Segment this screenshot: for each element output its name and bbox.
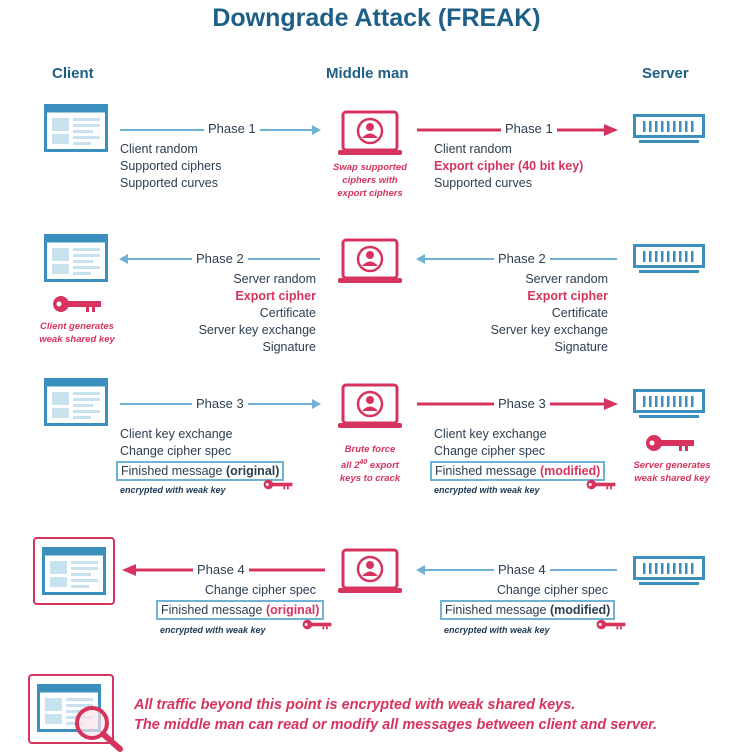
summary-line-2: The middle man can read or modify all me… (134, 717, 657, 733)
bottom-summary: All traffic beyond this point is encrypt… (134, 695, 657, 735)
phase2-right-label: Phase 2 (494, 251, 550, 266)
key-icon (302, 618, 332, 631)
message-line: Server key exchange (490, 323, 608, 337)
message-line: Client key exchange (120, 427, 233, 441)
phase3-forwarded-message: Client key exchange Change cipher spec (434, 426, 547, 460)
phase4-left-encrypted-note: encrypted with weak key (160, 625, 266, 635)
client-key-icon (52, 294, 102, 314)
phase3-left-encrypted-note: encrypted with weak key (120, 485, 226, 495)
server-icon (633, 556, 705, 588)
middle-man-laptop-icon (338, 238, 402, 286)
message-line: Certificate (259, 306, 316, 320)
phase4-right-label: Phase 4 (494, 562, 550, 577)
middle-man-laptop-icon (338, 548, 402, 596)
export-cipher-line: Export cipher (235, 289, 316, 303)
middle-man-laptop-icon (338, 110, 402, 158)
magnifier-icon (75, 706, 123, 752)
message-line: Supported curves (434, 176, 532, 190)
middle-man-swap-note: Swap supported ciphers with export ciphe… (333, 162, 407, 199)
message-line: Server random (233, 272, 316, 286)
phase2-forwarded-message: Server random Export cipher Certificate … (180, 271, 316, 356)
message-line: Supported ciphers (120, 159, 222, 173)
phase2-server-message: Server random Export cipher Certificate … (472, 271, 608, 356)
client-browser-icon (44, 234, 108, 282)
client-column-header: Client (52, 65, 94, 82)
compromised-client-frame (33, 537, 115, 605)
eavesdrop-frame (28, 674, 114, 744)
client-browser-icon (44, 104, 108, 152)
client-browser-icon (42, 547, 106, 595)
message-line: Supported curves (120, 176, 218, 190)
middle-man-laptop-icon (338, 383, 402, 431)
message-line: Client key exchange (434, 427, 547, 441)
phase4-left-label: Phase 4 (193, 562, 249, 577)
export-cipher-line: Export cipher (40 bit key) (434, 159, 584, 173)
message-line: Change cipher spec (120, 444, 232, 458)
phase1-forwarded-message: Client random Export cipher (40 bit key)… (434, 141, 583, 192)
phase3-finished-message-modified: Finished message (modified) (430, 461, 606, 481)
server-generates-key-note: Server generates weak shared key (633, 460, 711, 484)
client-generates-key-note: Client generates weak shared key (39, 321, 115, 345)
summary-line-1: All traffic beyond this point is encrypt… (134, 697, 576, 713)
phase1-left-label: Phase 1 (204, 121, 260, 136)
phase3-left-label: Phase 3 (192, 396, 248, 411)
phase3-finished-message-original: Finished message (original) (116, 461, 285, 481)
phase1-client-message: Client random Supported ciphers Supporte… (120, 141, 221, 192)
export-cipher-line: Export cipher (527, 289, 608, 303)
middle-man-brute-force-note: Brute force all 240 export keys to crack (339, 444, 401, 485)
key-icon (263, 478, 293, 491)
message-line: Server random (525, 272, 608, 286)
client-browser-icon (44, 378, 108, 426)
phase4-finished-message-original: Finished message (original) (156, 600, 325, 620)
phase4-finished-message-modified: Finished message (modified) (440, 600, 616, 620)
key-icon (596, 618, 626, 631)
message-line: Change cipher spec (434, 444, 546, 458)
server-icon (633, 389, 705, 421)
phase3-right-encrypted-note: encrypted with weak key (434, 485, 540, 495)
diagram-title: Downgrade Attack (FREAK) (212, 4, 541, 32)
phase2-left-label: Phase 2 (192, 251, 248, 266)
phase4-forwarded-message: Change cipher spec (204, 583, 316, 597)
message-line: Client random (434, 142, 512, 156)
server-key-icon (645, 433, 695, 453)
server-icon (633, 244, 705, 276)
message-line: Server key exchange (198, 323, 316, 337)
phase3-right-label: Phase 3 (494, 396, 550, 411)
message-line: Signature (554, 340, 608, 354)
server-icon (633, 114, 705, 146)
message-line: Signature (262, 340, 316, 354)
message-line: Client random (120, 142, 198, 156)
phase4-right-encrypted-note: encrypted with weak key (444, 625, 550, 635)
server-column-header: Server (642, 65, 689, 82)
middle-man-column-header: Middle man (326, 65, 409, 82)
phase3-client-message: Client key exchange Change cipher spec (120, 426, 233, 460)
phase1-right-label: Phase 1 (501, 121, 557, 136)
phase4-server-message: Change cipher spec (496, 583, 608, 597)
message-line: Certificate (551, 306, 608, 320)
